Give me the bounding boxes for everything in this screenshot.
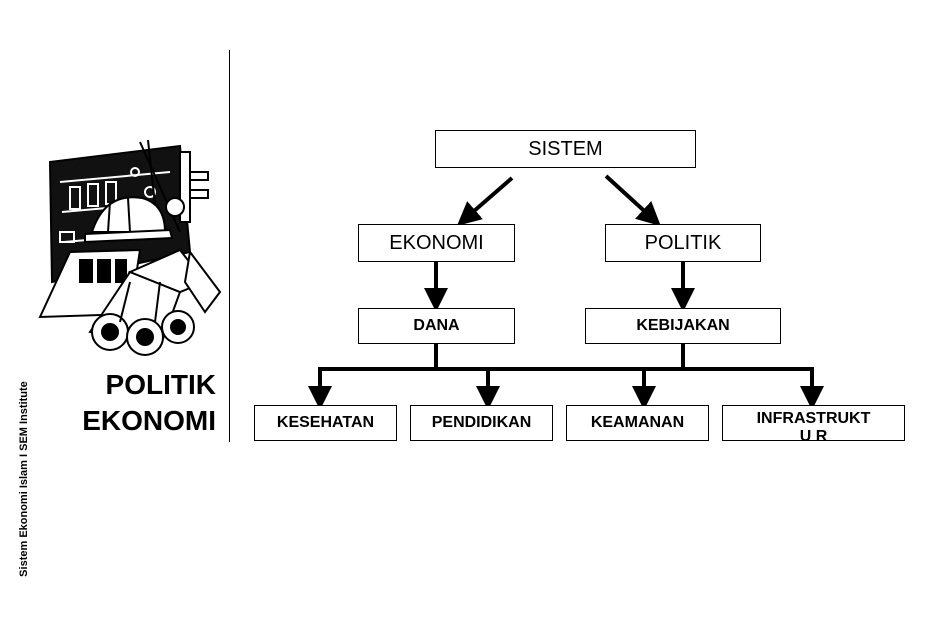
vertical-divider [229,50,230,442]
node-pendidikan: PENDIDIKAN [410,405,553,441]
title-line-1: POLITIK [105,369,216,400]
node-sistem: SISTEM [435,130,696,168]
node-kesehatan: KESEHATAN [254,405,397,441]
node-keamanan: KEAMANAN [566,405,709,441]
engineering-tools-logo-icon [38,139,222,356]
node-politik: POLITIK [605,224,761,262]
arrow-sistem-politik [604,174,661,227]
title-line-2: EKONOMI [82,405,216,436]
node-infrastruktur: INFRASTRUKTU R [722,405,905,445]
node-kebijakan: KEBIJAKAN [585,308,781,344]
arrow-sistem-ekonomi [456,176,514,226]
node-ekonomi: EKONOMI [358,224,515,262]
node-dana: DANA [358,308,515,344]
